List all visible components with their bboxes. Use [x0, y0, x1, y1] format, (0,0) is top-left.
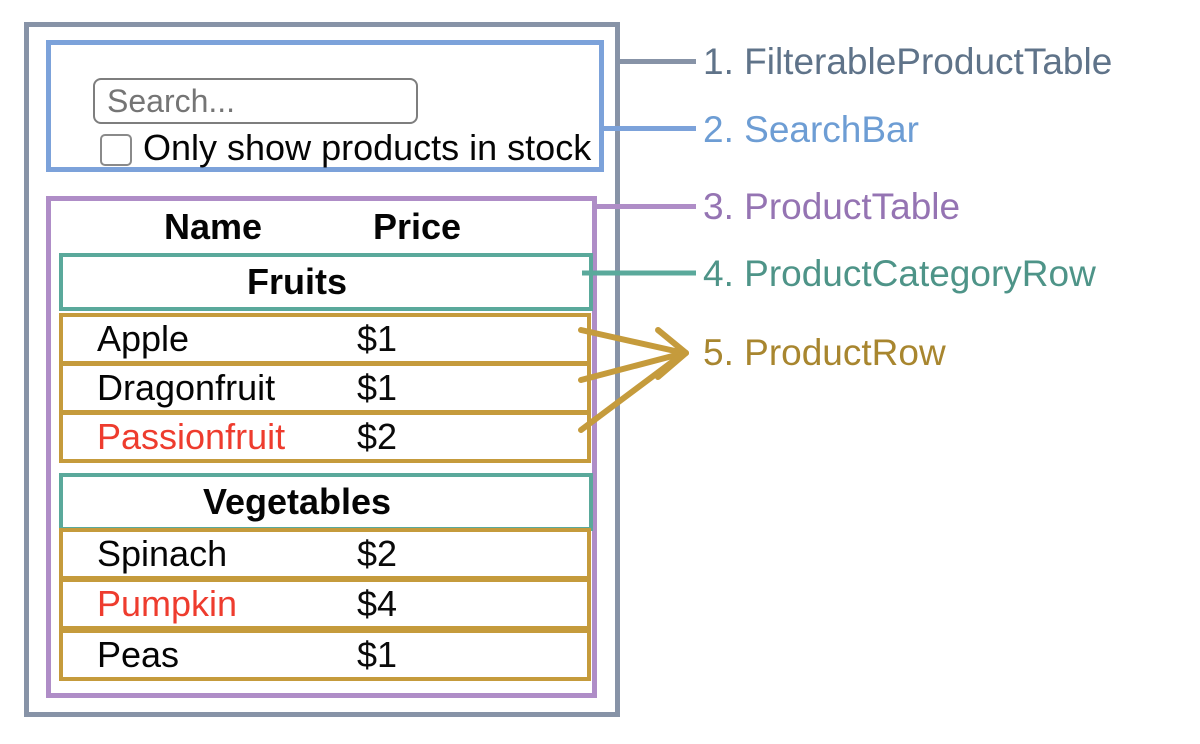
product-row: Pumpkin $4 — [59, 578, 591, 630]
category-row: Vegetables — [59, 473, 593, 531]
product-price: $1 — [357, 318, 398, 359]
in-stock-checkbox-label: Only show products in stock — [143, 127, 592, 168]
search-input[interactable] — [93, 78, 418, 124]
category-row: Fruits — [59, 253, 593, 311]
category-label: Vegetables — [202, 481, 392, 522]
legend-product-category-row: 4. ProductCategoryRow — [703, 253, 1096, 294]
product-row: Spinach $2 — [59, 528, 591, 580]
legend-product-table: 3. ProductTable — [703, 186, 961, 227]
product-name: Spinach — [97, 533, 228, 574]
product-row: Passionfruit $2 — [59, 411, 591, 463]
legend-search-bar: 2. SearchBar — [703, 109, 919, 150]
product-row: Dragonfruit $1 — [59, 362, 591, 414]
product-name: Peas — [97, 634, 180, 675]
product-name: Passionfruit — [97, 416, 286, 457]
search-bar-box: Only show products in stock — [46, 40, 604, 172]
legend-product-row: 5. ProductRow — [703, 332, 946, 373]
product-row: Apple $1 — [59, 313, 591, 365]
in-stock-checkbox[interactable] — [100, 134, 132, 166]
product-name: Dragonfruit — [97, 367, 276, 408]
product-price: $4 — [357, 583, 398, 624]
product-price: $2 — [357, 533, 398, 574]
product-price: $1 — [357, 367, 398, 408]
product-price: $2 — [357, 416, 398, 457]
column-header-price: Price — [372, 206, 462, 247]
category-label: Fruits — [246, 261, 347, 302]
column-header-name: Name — [163, 206, 263, 247]
product-name: Apple — [97, 318, 190, 359]
product-row: Peas $1 — [59, 629, 591, 681]
arrowhead-upper-barb — [655, 327, 689, 356]
product-name: Pumpkin — [97, 583, 238, 624]
product-price: $1 — [357, 634, 398, 675]
arrowhead-lower-barb — [655, 350, 689, 380]
legend-filterable-product-table: 1. FilterableProductTable — [703, 41, 1113, 82]
